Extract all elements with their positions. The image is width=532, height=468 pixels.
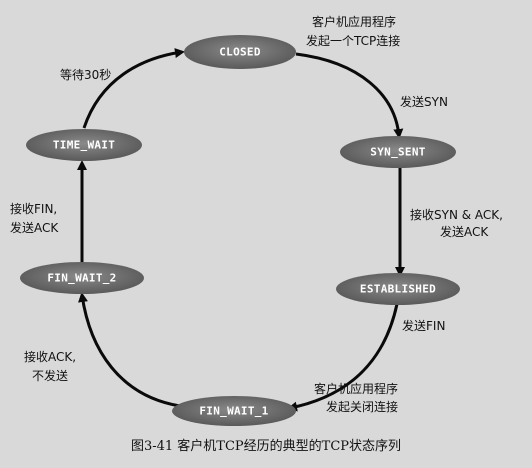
state-closed-label: CLOSED [219,46,261,59]
state-time-wait: TIME_WAIT [26,129,142,161]
label-send-syn: 发送SYN [400,94,448,109]
arrow-fin-wait-1-to-fin-wait-2 [78,292,181,408]
arrow-time-wait-to-closed [82,48,185,129]
state-fin-wait-2-shape [20,262,144,294]
label-recv-synack-line-1: 接收SYN & ACK, [410,207,503,222]
state-syn-sent: SYN_SENT [340,136,456,168]
transition-arrows [77,48,405,412]
figure-caption: 图3-41 客户机TCP经历的典型的TCP状态序列 [131,438,401,454]
label-closed-trigger-line-2: 发起一个TCP连接 [306,33,400,48]
state-closed: CLOSED [184,35,296,69]
label-close-trigger-line-2: 发起关闭连接 [326,399,398,414]
label-recv-fin-line-1: 接收FIN, [10,201,57,216]
state-syn-sent-label: SYN_SENT [370,146,425,159]
state-established-shape [336,273,460,305]
state-fin-wait-1-label: FIN_WAIT_1 [199,405,268,418]
state-time-wait-label: TIME_WAIT [53,139,115,152]
label-recv-ack-line-2: 不发送 [32,368,68,383]
state-closed-shape [184,35,296,69]
arrow-closed-to-syn-sent [295,52,404,139]
label-wait-30s: 等待30秒 [60,68,111,82]
state-time-wait-shape [26,129,142,161]
label-recv-synack-line-2: 发送ACK [440,224,489,239]
label-send-fin: 发送FIN [402,318,445,333]
state-established: ESTABLISHED [336,273,460,305]
state-fin-wait-2: FIN_WAIT_2 [20,262,144,294]
label-recv-fin-line-2: 发送ACK [10,220,59,235]
label-close-trigger-line-1: 客户机应用程序 [314,381,398,396]
state-syn-sent-shape [340,136,456,168]
arrow-established-to-fin-wait-1 [287,303,399,412]
label-closed-trigger-line-1: 客户机应用程序 [312,14,396,29]
state-established-label: ESTABLISHED [360,283,436,296]
state-fin-wait-2-label: FIN_WAIT_2 [47,272,116,285]
state-fin-wait-1: FIN_WAIT_1 [172,396,296,426]
state-fin-wait-1-shape [172,396,296,426]
label-recv-ack-line-1: 接收ACK, [24,349,76,364]
